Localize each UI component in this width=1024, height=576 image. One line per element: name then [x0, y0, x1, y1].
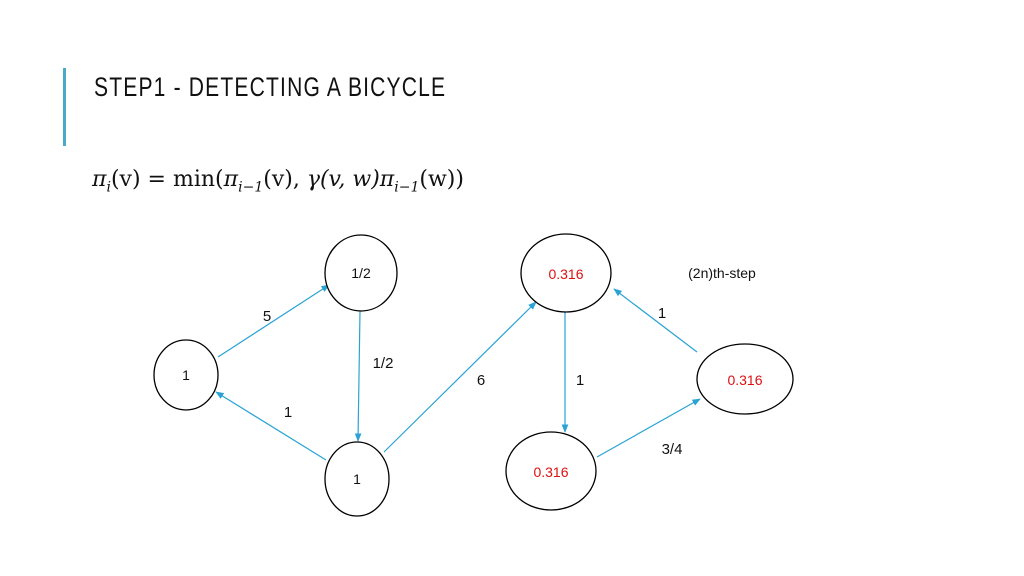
- node-c-label: 1: [353, 471, 361, 487]
- formula-pi: π: [379, 167, 395, 192]
- edge-c-d: [383, 301, 537, 453]
- accent-bar: [63, 68, 66, 146]
- node-e: [505, 431, 597, 511]
- node-a: [153, 339, 219, 411]
- formula-sub: i−1: [238, 179, 264, 196]
- node-a-label: 1: [182, 367, 190, 383]
- formula-pi: π: [92, 167, 107, 192]
- node-f-label: 0.316: [727, 372, 762, 388]
- edge-e-f: [596, 398, 701, 458]
- node-d-label: 0.316: [548, 266, 583, 282]
- formula-arg: (w)): [419, 167, 464, 192]
- node-d: [520, 233, 612, 313]
- edge-d-e-label: 1: [576, 372, 584, 389]
- edge-b-c-label: 1/2: [373, 355, 394, 372]
- edge-b-c: [354, 310, 362, 442]
- slide-title: STEP1 - DETECTING A BICYCLE: [94, 72, 447, 102]
- edge-c-d-label: 6: [477, 372, 485, 389]
- edge-f-d: [613, 288, 698, 353]
- node-b: [324, 234, 398, 312]
- formula: πi(v) = min(πi−1(v), γ(v, w)πi−1(w)): [92, 167, 464, 195]
- edge-c-a: [215, 391, 327, 461]
- step-note: (2n)th-step: [688, 265, 756, 281]
- edge-a-b-label: 5: [263, 308, 271, 325]
- edge-f-d-label: 1: [658, 305, 666, 322]
- edge-e-f-label: 3/4: [662, 441, 683, 458]
- formula-sub: i: [106, 179, 111, 196]
- formula-sub: i−1: [394, 179, 420, 196]
- node-f: [696, 343, 794, 415]
- node-e-label: 0.316: [533, 464, 568, 480]
- node-c: [324, 441, 390, 517]
- formula-pi: π: [223, 167, 239, 192]
- formula-arg: (v): [110, 167, 141, 192]
- node-b-label: 1/2: [351, 265, 371, 281]
- edge-a-b: [217, 284, 330, 358]
- formula-gamma: γ(v, w): [306, 167, 380, 192]
- edge-c-a-label: 1: [284, 404, 292, 421]
- formula-arg: (v),: [263, 167, 307, 192]
- formula-min: = min(: [140, 167, 224, 192]
